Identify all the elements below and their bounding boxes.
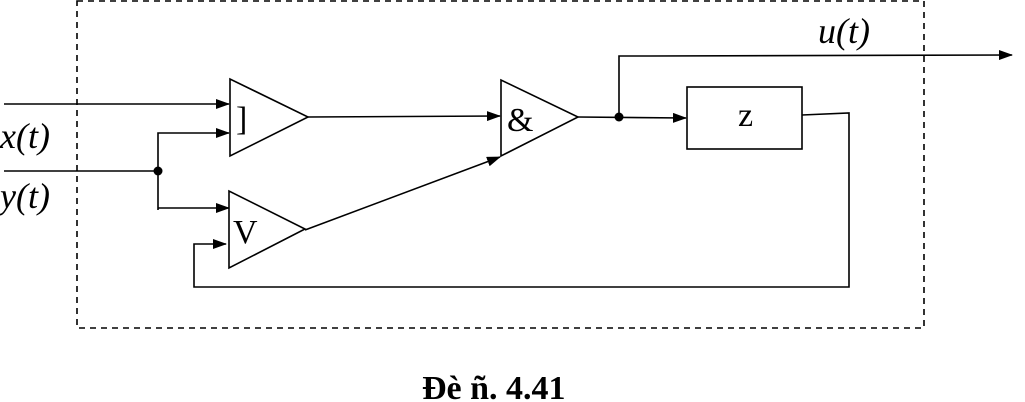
or-to-and-wire bbox=[304, 156, 501, 231]
delay-block bbox=[686, 86, 803, 150]
output-u-wire bbox=[649, 50, 1013, 61]
input-y-label: y(t) bbox=[0, 176, 50, 216]
not-gate-symbol: ] bbox=[236, 101, 247, 138]
not-to-and-wire bbox=[307, 111, 501, 122]
system-boundary bbox=[76, 0, 925, 329]
feedback-wire bbox=[193, 112, 850, 288]
delay-block-symbol: z bbox=[738, 97, 753, 134]
or-gate bbox=[228, 189, 307, 270]
input-x-label: x(t) bbox=[0, 116, 50, 156]
not-gate bbox=[229, 77, 310, 158]
y-junction-dot bbox=[153, 166, 163, 176]
and-gate-symbol: & bbox=[507, 102, 533, 139]
output-u-label: u(t) bbox=[818, 11, 870, 51]
and-gate bbox=[500, 78, 580, 158]
y-branch-wire bbox=[157, 132, 164, 210]
figure-caption: Ðè ñ. 4.41 bbox=[422, 370, 566, 402]
or-gate-symbol: V bbox=[233, 214, 258, 251]
and-to-delay-wire bbox=[577, 112, 687, 123]
output-branch-wire bbox=[618, 55, 650, 117]
